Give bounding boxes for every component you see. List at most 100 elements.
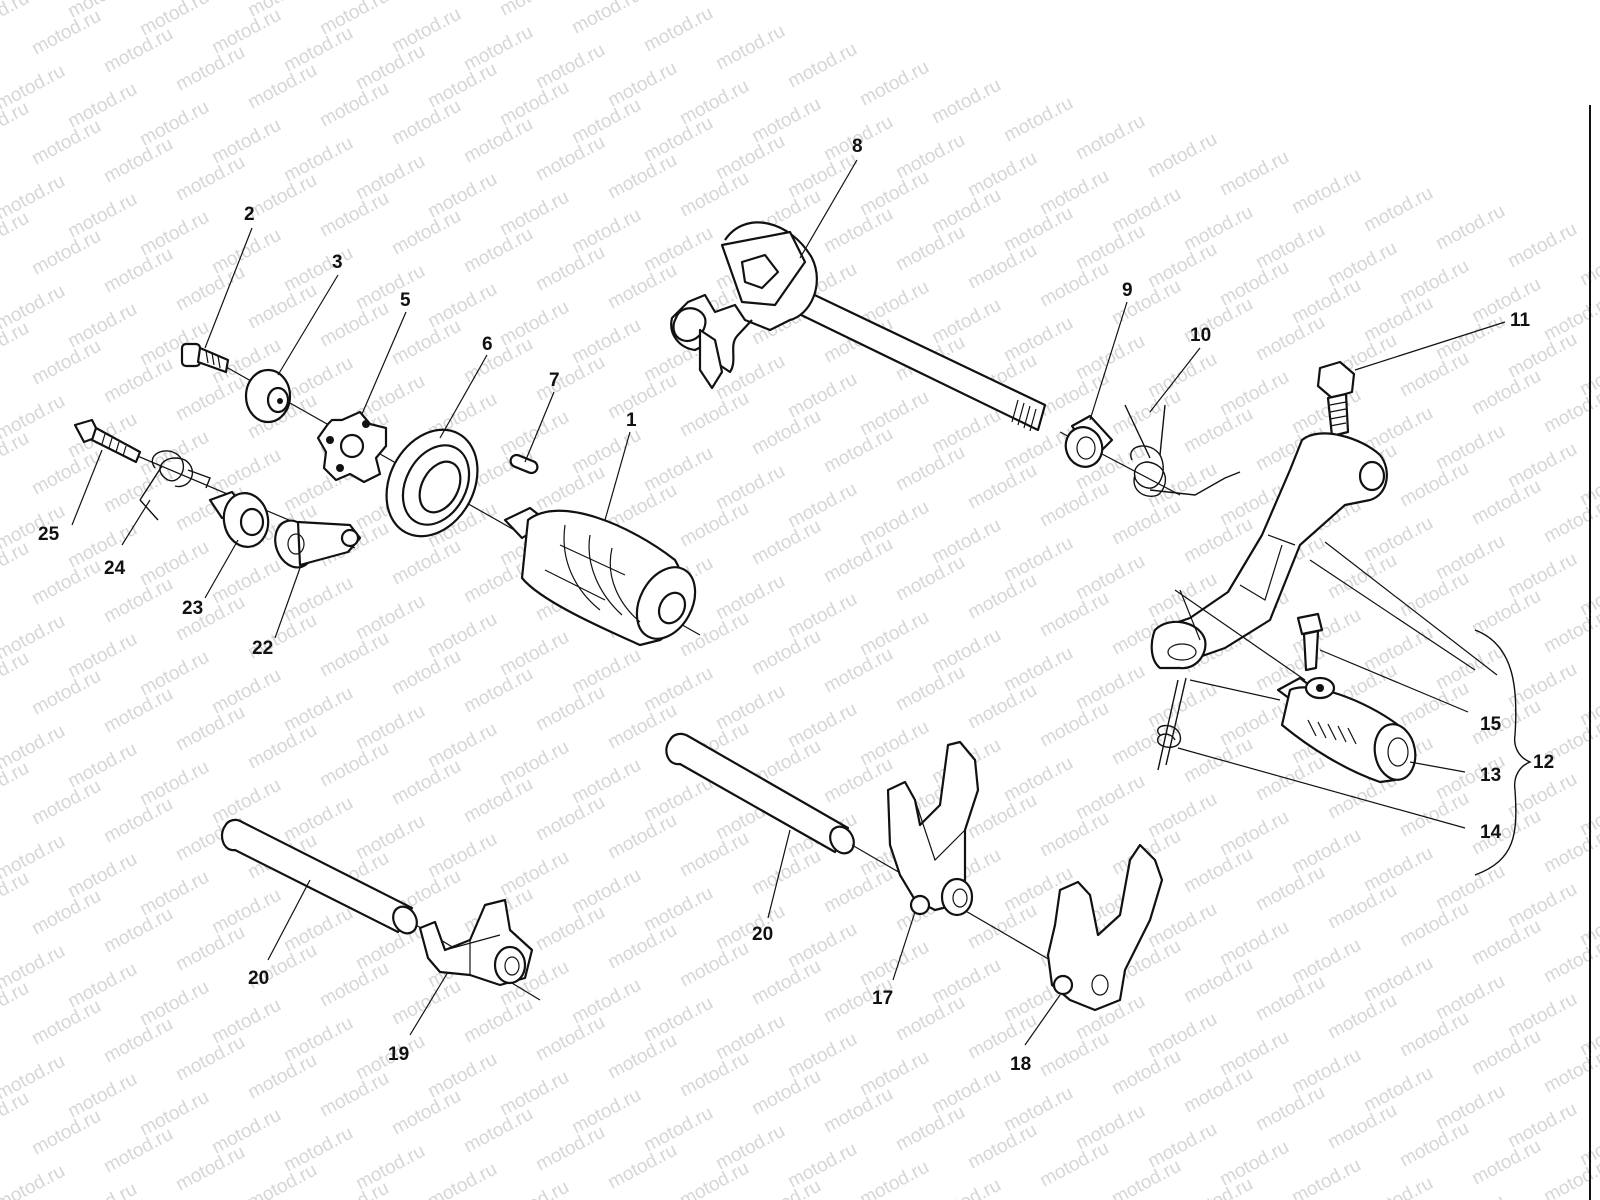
watermark-text: motod.ru xyxy=(64,1179,140,1200)
watermark-text: motod.ru xyxy=(568,95,644,149)
watermark-text: motod.ru xyxy=(388,4,464,58)
watermark-text: motod.ru xyxy=(1000,643,1076,697)
watermark-text: motod.ru xyxy=(1540,934,1600,988)
watermark-text: motod.ru xyxy=(424,59,500,113)
watermark-text: motod.ru xyxy=(280,1013,356,1067)
watermark-text: motod.ru xyxy=(316,188,392,242)
watermark-text: motod.ru xyxy=(208,1105,284,1159)
watermark-text: motod.ru xyxy=(316,78,392,132)
watermark-text: motod.ru xyxy=(1252,1082,1328,1136)
watermark-text: motod.ru xyxy=(928,405,1004,459)
watermark-text: motod.ru xyxy=(532,242,608,296)
watermark-text: motod.ru xyxy=(568,0,644,38)
watermark-text: motod.ru xyxy=(424,1049,500,1103)
watermark-text: motod.ru xyxy=(172,42,248,96)
watermark-text: motod.ru xyxy=(64,519,140,573)
watermark-text: motod.ru xyxy=(352,261,428,315)
watermark-text: motod.ru xyxy=(100,134,176,188)
watermark-text: motod.ru xyxy=(748,956,824,1010)
watermark-text: motod.ru xyxy=(100,794,176,848)
watermark-text: motod.ru xyxy=(460,334,536,388)
watermark-text: motod.ru xyxy=(640,113,716,167)
watermark-text: motod.ru xyxy=(424,279,500,333)
watermark-text: motod.ru xyxy=(244,60,320,114)
watermark-text: motod.ru xyxy=(784,369,860,423)
watermark-text: motod.ru xyxy=(388,316,464,370)
watermark-text: motod.ru xyxy=(172,152,248,206)
watermark-text: motod.ru xyxy=(280,133,356,187)
watermark-text: motod.ru xyxy=(316,1068,392,1122)
watermark-text: motod.ru xyxy=(388,1086,464,1140)
label-part-7: 7 xyxy=(549,370,560,391)
watermark-text: motod.ru xyxy=(1396,1118,1472,1172)
label-part-25: 25 xyxy=(38,524,60,545)
watermark-text: motod.ru xyxy=(1036,1028,1112,1082)
pedal-assembly-guides xyxy=(1174,541,1498,701)
part-labels: 2 3 5 6 7 1 8 9 10 11 12 13 14 15 17 18 … xyxy=(38,136,1554,1075)
watermark-text: motod.ru xyxy=(460,994,536,1048)
watermark-text: motod.ru xyxy=(1216,697,1292,751)
watermark-text: motod.ru xyxy=(712,1011,788,1065)
watermark-text: motod.ru xyxy=(1036,1138,1112,1192)
watermark-text: motod.ru xyxy=(928,295,1004,349)
watermark-text: motod.ru xyxy=(1036,368,1112,422)
watermark-text: motod.ru xyxy=(496,187,572,241)
watermark-text: motod.ru xyxy=(928,1175,1004,1200)
watermark-text: motod.ru xyxy=(568,205,644,259)
watermark-text: motod.ru xyxy=(856,937,932,991)
watermark-text: motod.ru xyxy=(1180,404,1256,458)
watermark-text: motod.ru xyxy=(316,958,392,1012)
watermark-text: motod.ru xyxy=(1504,439,1580,493)
watermark-text: motod.ru xyxy=(784,39,860,93)
watermark-text: motod.ru xyxy=(892,1102,968,1156)
watermark-text: motod.ru xyxy=(172,1032,248,1086)
watermark-text: motod.ru xyxy=(424,609,500,663)
watermark-text: motod.ru xyxy=(604,150,680,204)
watermark-text: motod.ru xyxy=(784,589,860,643)
watermark-text: motod.ru xyxy=(712,1121,788,1175)
watermark-text: motod.ru xyxy=(208,885,284,939)
watermark-text: motod.ru xyxy=(64,299,140,353)
watermark-text: motod.ru xyxy=(1468,476,1544,530)
part-15-pedal-end-bolt xyxy=(1296,612,1324,672)
watermark-text: motod.ru xyxy=(100,24,176,78)
part-12-pedal-arm xyxy=(1150,432,1388,670)
part-5-star-plate xyxy=(316,410,388,484)
watermark-text: motod.ru xyxy=(1180,514,1256,568)
watermark-text: motod.ru xyxy=(820,204,896,258)
watermark-text: motod.ru xyxy=(1504,219,1580,273)
part-3-washer xyxy=(244,368,292,424)
part-9-bush xyxy=(1064,414,1114,468)
part-17-fork-center xyxy=(886,740,980,917)
watermark-text: motod.ru xyxy=(172,1142,248,1196)
watermark-text: motod.ru xyxy=(136,647,212,701)
watermark-text: motod.ru xyxy=(28,996,104,1050)
watermark-text: motod.ru xyxy=(676,938,752,992)
watermark-text: motod.ru xyxy=(100,1014,176,1068)
watermark-text: motod.ru xyxy=(316,298,392,352)
watermark-text: motod.ru xyxy=(964,148,1040,202)
watermark-text: motod.ru xyxy=(532,352,608,406)
watermark-text: motod.ru xyxy=(136,207,212,261)
watermark-text: motod.ru xyxy=(1432,861,1508,915)
label-part-14: 14 xyxy=(1480,822,1502,843)
watermark-text: motod.ru xyxy=(388,536,464,590)
label-part-23: 23 xyxy=(182,598,203,619)
watermark-text: motod.ru xyxy=(388,976,464,1030)
watermark-text: motod.ru xyxy=(676,498,752,552)
watermark-text: motod.ru xyxy=(1360,953,1436,1007)
watermark-text: motod.ru xyxy=(856,57,932,111)
watermark-text: motod.ru xyxy=(712,681,788,735)
watermark-text: motod.ru xyxy=(388,96,464,150)
watermark-text: motod.ru xyxy=(424,1159,500,1200)
watermark-text: motod.ru xyxy=(604,810,680,864)
watermark-text: motod.ru xyxy=(424,169,500,223)
watermark-text: motod.ru xyxy=(1504,1099,1580,1153)
watermark-text: motod.ru xyxy=(1360,293,1436,347)
label-part-24: 24 xyxy=(104,558,126,579)
watermark-text: motod.ru xyxy=(460,1104,536,1158)
watermark-text: motod.ru xyxy=(1072,1101,1148,1155)
watermark-text: motod.ru xyxy=(1072,221,1148,275)
watermark-text: motod.ru xyxy=(532,682,608,736)
watermark-text: motod.ru xyxy=(604,1030,680,1084)
